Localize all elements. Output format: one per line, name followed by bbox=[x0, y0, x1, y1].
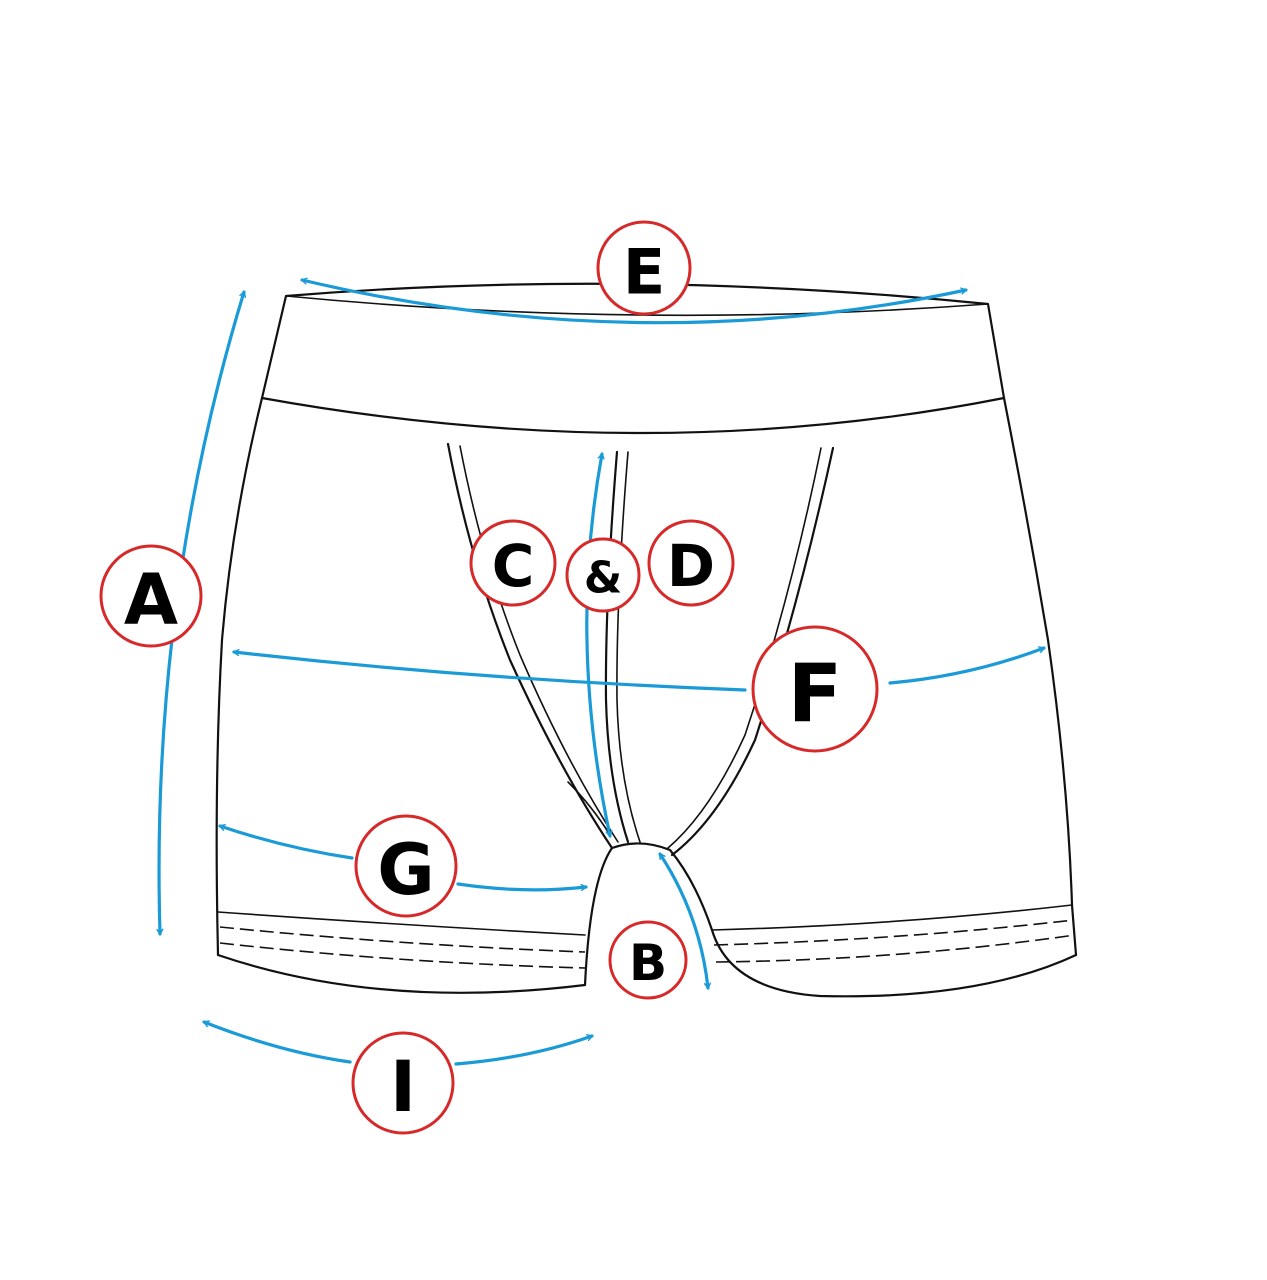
badge-c: C bbox=[469, 519, 557, 607]
garment-outline bbox=[215, 282, 1078, 998]
label-c: C bbox=[492, 532, 535, 600]
badge-e: E bbox=[596, 220, 692, 316]
arrow-f-right bbox=[888, 648, 1046, 685]
right-leg-hem-top bbox=[711, 904, 1073, 931]
arrow-e-waist bbox=[300, 280, 968, 325]
badge-d: D bbox=[647, 519, 735, 607]
label-d: D bbox=[667, 532, 715, 600]
label-i: I bbox=[390, 1046, 416, 1128]
measurement-arrows bbox=[159, 280, 1046, 1066]
badge-i: I bbox=[351, 1031, 455, 1135]
left-leg-hem bbox=[216, 953, 587, 994]
label-ampersand: & bbox=[584, 553, 622, 604]
badge-b: B bbox=[608, 920, 688, 1000]
badge-ampersand: & bbox=[565, 537, 641, 613]
arrow-i-left bbox=[202, 1022, 352, 1064]
center-fly-seam-inner bbox=[616, 451, 641, 843]
label-b: B bbox=[629, 934, 667, 992]
left-leg-stitch-2 bbox=[219, 942, 586, 969]
right-leg-hem bbox=[710, 928, 1078, 998]
label-g: G bbox=[377, 829, 434, 911]
left-leg-hem-top bbox=[217, 911, 586, 936]
left-leg-stitch-1 bbox=[219, 926, 586, 953]
body-left-side bbox=[215, 396, 264, 957]
right-leg-stitch-1 bbox=[713, 919, 1075, 946]
arrow-g-left bbox=[218, 826, 354, 860]
arrow-cd-rise bbox=[585, 452, 610, 838]
arrow-b-crotch bbox=[658, 852, 708, 990]
label-e: E bbox=[623, 236, 665, 309]
arrow-f-left bbox=[232, 652, 747, 692]
arrow-g-right bbox=[456, 882, 588, 892]
right-leg-stitch-2 bbox=[715, 934, 1076, 963]
label-f: F bbox=[788, 648, 843, 741]
arrow-i-right bbox=[454, 1036, 594, 1066]
badge-a: A bbox=[99, 544, 203, 648]
badge-f: F bbox=[751, 625, 879, 753]
badge-g: G bbox=[354, 814, 458, 918]
pouch-left-line-inner bbox=[459, 445, 619, 843]
body-right-side bbox=[1002, 396, 1078, 957]
label-a: A bbox=[124, 559, 178, 641]
